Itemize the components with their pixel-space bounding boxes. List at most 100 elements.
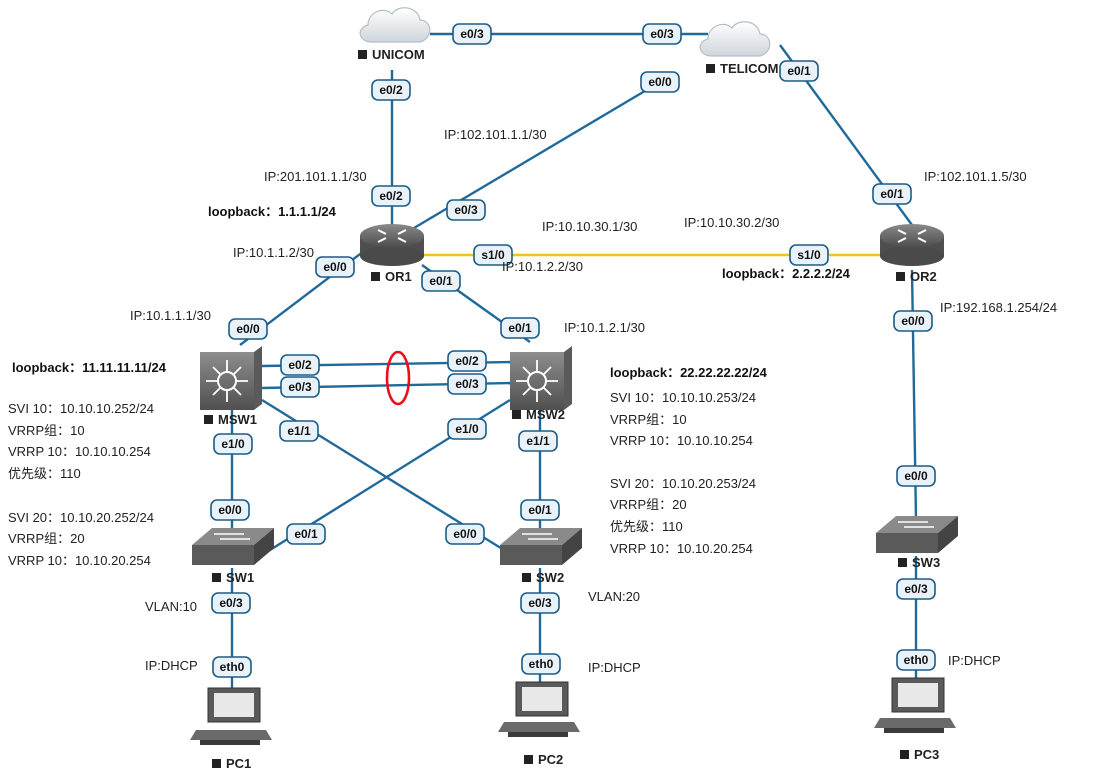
svg-text:s1/0: s1/0 [481,248,505,262]
port-sw3-e03[interactable]: e0/3 [896,578,936,600]
port-or2-s10[interactable]: s1/0 [789,244,829,266]
port-sw3-e00[interactable]: e0/0 [896,465,936,487]
sw2-switch-icon[interactable] [500,528,582,565]
svg-text:e0/3: e0/3 [904,582,928,596]
sw3-switch-icon[interactable] [876,516,958,553]
svg-text:e0/2: e0/2 [379,83,403,97]
port-msw2-e11[interactable]: e1/1 [518,430,558,452]
svg-text:e0/1: e0/1 [508,321,532,335]
or2-label: OR2 [910,269,937,284]
port-msw2-e03[interactable]: e0/3 [447,373,487,395]
svg-text:e0/3: e0/3 [650,27,674,41]
port-msw1-e10[interactable]: e1/0 [213,433,253,455]
msw2-label: MSW2 [526,407,565,422]
msw2-switch-icon[interactable] [510,346,572,410]
ip-telicom-or2: IP:102.101.1.5/30 [924,169,1027,184]
svg-text:e0/0: e0/0 [323,260,347,274]
port-or1-e01[interactable]: e0/1 [421,270,461,292]
svg-text:e0/3: e0/3 [460,27,484,41]
svg-text:e0/1: e0/1 [294,527,318,541]
port-unicom-e02[interactable]: e0/2 [371,79,411,101]
svg-text:s1/0: s1/0 [797,248,821,262]
ip-or2-serial: IP:10.10.30.2/30 [684,215,779,230]
pc1-computer-icon[interactable] [190,687,272,745]
svg-text:e0/3: e0/3 [528,596,552,610]
svg-text:e0/3: e0/3 [219,596,243,610]
telicom-cloud-icon[interactable] [699,21,771,57]
port-pc3-eth0[interactable]: eth0 [896,649,936,671]
loopback-or2: loopback：2.2.2.2/24 [722,266,851,281]
port-or1-s10[interactable]: s1/0 [473,244,513,266]
port-telicom-e03[interactable]: e0/3 [642,23,682,45]
port-labels: e0/3 e0/3 e0/2 e0/0 e0/1 e0/2 e0/3 e0/0 … [210,23,936,678]
pc3-computer-icon[interactable] [874,677,956,733]
port-or2-e01[interactable]: e0/1 [872,183,912,205]
msw1-config-line: VRRP组：10 [8,423,85,438]
msw2-config-line: 优先级：110 [610,519,683,534]
sw2-label: SW2 [536,570,564,585]
port-telicom-e01[interactable]: e0/1 [779,60,819,82]
port-pc2-eth0[interactable]: eth0 [521,653,561,675]
msw1-config: SVI 10：10.10.10.252/24 VRRP组：10 VRRP 10：… [8,401,154,568]
ip-pc1: IP:DHCP [145,658,198,673]
port-sw2-e00[interactable]: e0/0 [445,523,485,545]
port-msw2-e01[interactable]: e0/1 [500,317,540,339]
port-sw2-e03[interactable]: e0/3 [520,592,560,614]
port-msw1-e03[interactable]: e0/3 [280,376,320,398]
port-or2-e00[interactable]: e0/0 [893,310,933,332]
port-msw1-e02[interactable]: e0/2 [280,354,320,376]
sw1-switch-icon[interactable] [192,528,274,565]
port-sw1-e00[interactable]: e0/0 [210,499,250,521]
telicom-label: TELICOM [720,61,779,76]
svg-text:e0/0: e0/0 [904,469,928,483]
port-telicom-e00[interactable]: e0/0 [640,71,680,93]
msw2-config-line: VRRP 10：10.10.10.254 [610,433,753,448]
or2-router-icon[interactable] [880,224,944,266]
port-or1-e02[interactable]: e0/2 [371,185,411,207]
svg-text:e0/0: e0/0 [218,503,242,517]
port-or1-e03[interactable]: e0/3 [446,199,486,221]
port-msw1-e00[interactable]: e0/0 [228,318,268,340]
port-msw2-e10[interactable]: e1/0 [447,418,487,440]
ip-or2-e00: IP:192.168.1.254/24 [940,300,1057,315]
ip-unicom-or1: IP:201.101.1.1/30 [264,169,367,184]
msw1-config-line: VRRP组：20 [8,531,85,546]
msw1-config-line: 优先级：110 [8,466,81,481]
unicom-label: UNICOM [372,47,425,62]
port-sw1-e03[interactable]: e0/3 [211,592,251,614]
msw1-config-line: SVI 10：10.10.10.252/24 [8,401,154,416]
port-sw2-e01[interactable]: e0/1 [520,499,560,521]
svg-text:e0/1: e0/1 [429,274,453,288]
port-pc1-eth0[interactable]: eth0 [212,656,252,678]
msw1-config-line: VRRP 10：10.10.10.254 [8,444,151,459]
ip-msw2-e01: IP:10.1.2.1/30 [564,320,645,335]
ip-msw1-e00: IP:10.1.1.1/30 [130,308,211,323]
msw2-config: SVI 10：10.10.10.253/24 VRRP组：10 VRRP 10：… [610,390,756,556]
loopback-or1: loopback：1.1.1.1/24 [208,204,337,219]
pc2-computer-icon[interactable] [498,681,580,737]
msw2-config-line: VRRP组：10 [610,412,687,427]
svg-text:eth0: eth0 [904,653,929,667]
or1-router-icon[interactable] [360,224,424,266]
msw1-config-line: SVI 20：10.10.20.252/24 [8,510,154,525]
port-or1-e00[interactable]: e0/0 [315,256,355,278]
ip-or1-e01: IP:10.1.2.2/30 [502,259,583,274]
ip-pc2: IP:DHCP [588,660,641,675]
links [230,32,918,692]
msw1-config-line: VRRP 10：10.10.20.254 [8,553,151,568]
ip-or1-serial: IP:10.10.30.1/30 [542,219,637,234]
port-msw2-e02[interactable]: e0/2 [447,350,487,372]
port-unicom-e03[interactable]: e0/3 [452,23,492,45]
sw3-label: SW3 [912,555,940,570]
msw2-config-line: SVI 10：10.10.10.253/24 [610,390,756,405]
msw1-switch-icon[interactable] [200,346,262,410]
port-sw1-e01[interactable]: e0/1 [286,523,326,545]
unicom-cloud-icon[interactable] [359,7,431,43]
loopback-labels: loopback：1.1.1.1/24 loopback：2.2.2.2/24 … [12,204,851,380]
svg-text:e0/3: e0/3 [288,380,312,394]
svg-text:e0/1: e0/1 [528,503,552,517]
port-msw1-e11[interactable]: e1/1 [279,420,319,442]
pc2-label: PC2 [538,752,563,767]
svg-text:e1/0: e1/0 [221,437,245,451]
